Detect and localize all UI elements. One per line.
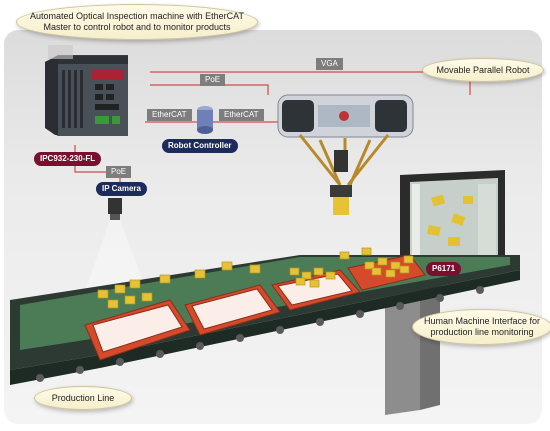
parallel-robot-image: [277, 94, 414, 215]
hmi-callout: Human Machine Interface for production l…: [412, 309, 550, 345]
ipc-tag: IPC932-230-FL: [34, 152, 102, 166]
robot-controller-image: [197, 106, 213, 134]
ethercat-left-label: EtherCAT: [147, 109, 192, 121]
poe-camera-label: PoE: [106, 166, 132, 178]
product-trays: [84, 254, 426, 361]
product-cubes: [97, 247, 414, 309]
ipc-machine-image: [45, 45, 128, 136]
robot-callout: Movable Parallel Robot: [422, 58, 544, 82]
poe-top-cable: [150, 84, 269, 95]
robot-callout-text: Movable Parallel Robot: [436, 64, 530, 75]
ip-camera-tag: IP Camera: [96, 182, 147, 196]
vga-cable: [150, 71, 471, 95]
aoi-callout-text: Automated Optical Inspection machine wit…: [30, 11, 244, 32]
aoi-callout: Automated Optical Inspection machine wit…: [16, 4, 258, 40]
poe-top-label: PoE: [200, 74, 226, 86]
robot-controller-tag: Robot Controller: [162, 139, 238, 153]
production-line-callout: Production Line: [34, 386, 132, 410]
hmi-callout-text: Human Machine Interface for production l…: [423, 316, 541, 337]
production-line-callout-text: Production Line: [51, 392, 115, 403]
hmi-model-tag: P6171: [426, 262, 462, 276]
vga-label: VGA: [316, 58, 343, 70]
ethercat-right-label: EtherCAT: [219, 109, 264, 121]
